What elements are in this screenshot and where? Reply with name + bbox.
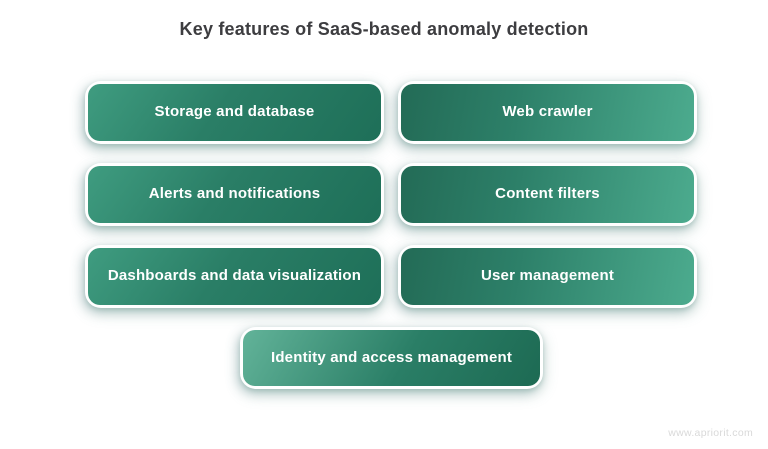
- feature-box-surface: Content filters: [401, 166, 694, 223]
- feature-box-storage-and-database: Storage and database: [85, 81, 384, 144]
- page-title: Key features of SaaS-based anomaly detec…: [179, 19, 589, 39]
- feature-label: Web crawler: [502, 103, 593, 121]
- feature-box-dashboards-and-data-visualization: Dashboards and data visualization: [85, 245, 384, 308]
- feature-box-surface: Identity and access management: [243, 330, 540, 386]
- feature-label: Content filters: [495, 185, 600, 203]
- feature-box-web-crawler: Web crawler: [398, 81, 697, 144]
- feature-label: Dashboards and data visualization: [107, 267, 362, 285]
- feature-box-surface: User management: [401, 248, 694, 305]
- feature-box-surface: Web crawler: [401, 84, 694, 141]
- site-watermark: www.apriorit.com: [668, 427, 753, 439]
- feature-box-surface: Storage and database: [88, 84, 381, 141]
- feature-box-user-management: User management: [398, 245, 697, 308]
- feature-label: Alerts and notifications: [148, 185, 321, 203]
- feature-box-alerts-and-notifications: Alerts and notifications: [85, 163, 384, 226]
- feature-box-surface: Dashboards and data visualization: [88, 248, 381, 305]
- feature-box-surface: Alerts and notifications: [88, 166, 381, 223]
- feature-box-identity-and-access-management: Identity and access management: [240, 327, 543, 389]
- feature-label: Identity and access management: [270, 348, 513, 366]
- feature-label: Storage and database: [154, 103, 315, 121]
- feature-label: User management: [480, 267, 615, 285]
- feature-box-content-filters: Content filters: [398, 163, 697, 226]
